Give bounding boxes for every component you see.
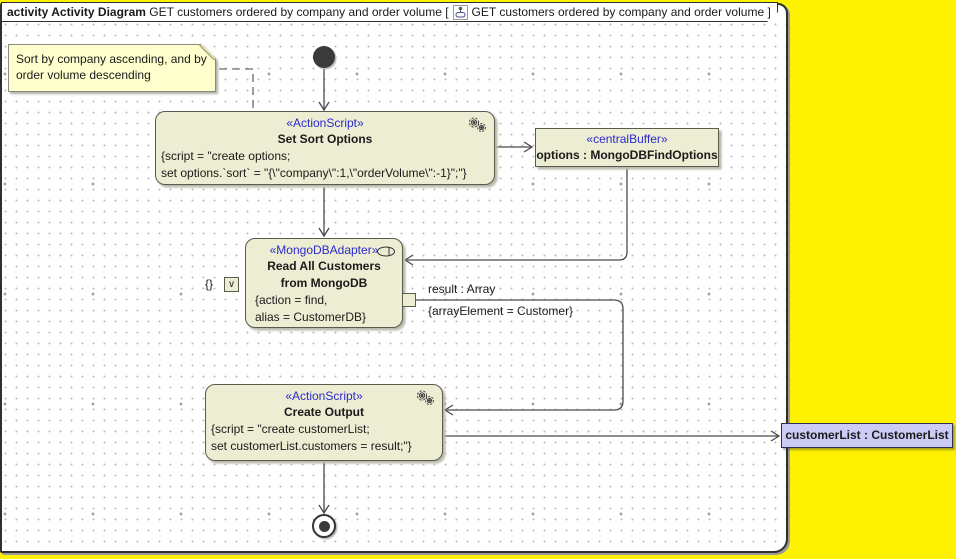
action-script-line: set options.`sort` = "{\"company\":1,\"o… (161, 166, 467, 180)
final-node-dot (318, 520, 330, 532)
initial-node[interactable] (313, 46, 335, 68)
action-property-line: alias = CustomerDB} (255, 310, 367, 324)
note-fold-corner-icon (200, 45, 215, 60)
diagram-title-pre: GET customers ordered by company and ord… (149, 5, 449, 19)
gears-icon (466, 116, 488, 137)
action-script-line: {script = "create options; (161, 149, 291, 163)
flow-resultpin-to-createoutput[interactable] (416, 299, 624, 416)
stereotype-label: «ActionScript» (286, 116, 364, 130)
flow-initial-to-setsort[interactable] (318, 69, 330, 112)
chevron-down-icon: ∨ (227, 279, 236, 290)
action-script-line: {script = "create customerList; (211, 422, 370, 436)
action-name: Read All Customers (267, 259, 381, 273)
note-text: Sort by company ascending, and by order … (16, 52, 207, 82)
object-node-label: customerList : CustomerList (785, 428, 949, 442)
action-read-all-customers[interactable]: «MongoDBAdapter» Read All Customers from… (245, 238, 403, 328)
object-node-customerlist[interactable]: customerList : CustomerList (781, 423, 953, 448)
diagram-title-post: GET customers ordered by company and ord… (471, 5, 771, 19)
note-shadow: Sort by company ascending, and by order … (8, 44, 216, 92)
action-name: Set Sort Options (277, 132, 373, 146)
stereotype-label: «centralBuffer» (586, 132, 668, 146)
flow-setsort-to-adapter[interactable] (318, 187, 330, 238)
action-create-output[interactable]: «ActionScript» Create Output {script = "… (205, 384, 443, 461)
note-anchor-link[interactable] (219, 68, 254, 110)
activity-diagram-icon (453, 5, 468, 20)
gears-icon (414, 389, 436, 410)
flow-createoutput-to-customerlist[interactable] (444, 430, 781, 442)
central-buffer-options[interactable]: «centralBuffer» options : MongoDBFindOpt… (535, 128, 719, 167)
behavior-call-icon (376, 246, 396, 260)
buffer-name: options : MongoDBFindOptions (536, 148, 718, 162)
input-pin[interactable]: ∨ (224, 277, 239, 292)
diagram-kind-label: activity Activity Diagram (7, 5, 150, 19)
activity-final-node[interactable] (312, 514, 336, 538)
action-name: Create Output (283, 405, 364, 419)
output-pin-result[interactable] (402, 293, 416, 307)
action-property-line: {action = find, (255, 293, 328, 307)
diagram-header-tab: activity Activity Diagram GET customers … (1, 2, 778, 22)
stereotype-label: «MongoDBAdapter» (269, 243, 379, 257)
action-script-line: set customerList.customers = result;"} (211, 439, 412, 453)
action-name: from MongoDB (280, 276, 368, 290)
note[interactable]: Sort by company ascending, and by order … (8, 44, 216, 92)
stereotype-label: «ActionScript» (285, 389, 363, 403)
input-pin-label: {} (205, 277, 214, 291)
action-set-sort-options[interactable]: «ActionScript» Set Sort Options {script … (155, 111, 495, 185)
flow-createoutput-to-final[interactable] (318, 461, 330, 515)
flow-setsort-to-buffer[interactable] (496, 141, 534, 153)
flow-buffer-to-adapter[interactable] (403, 168, 628, 266)
edge-label-array-element: {arrayElement = Customer} (428, 304, 574, 318)
edge-label-result: result : Array (428, 282, 496, 296)
